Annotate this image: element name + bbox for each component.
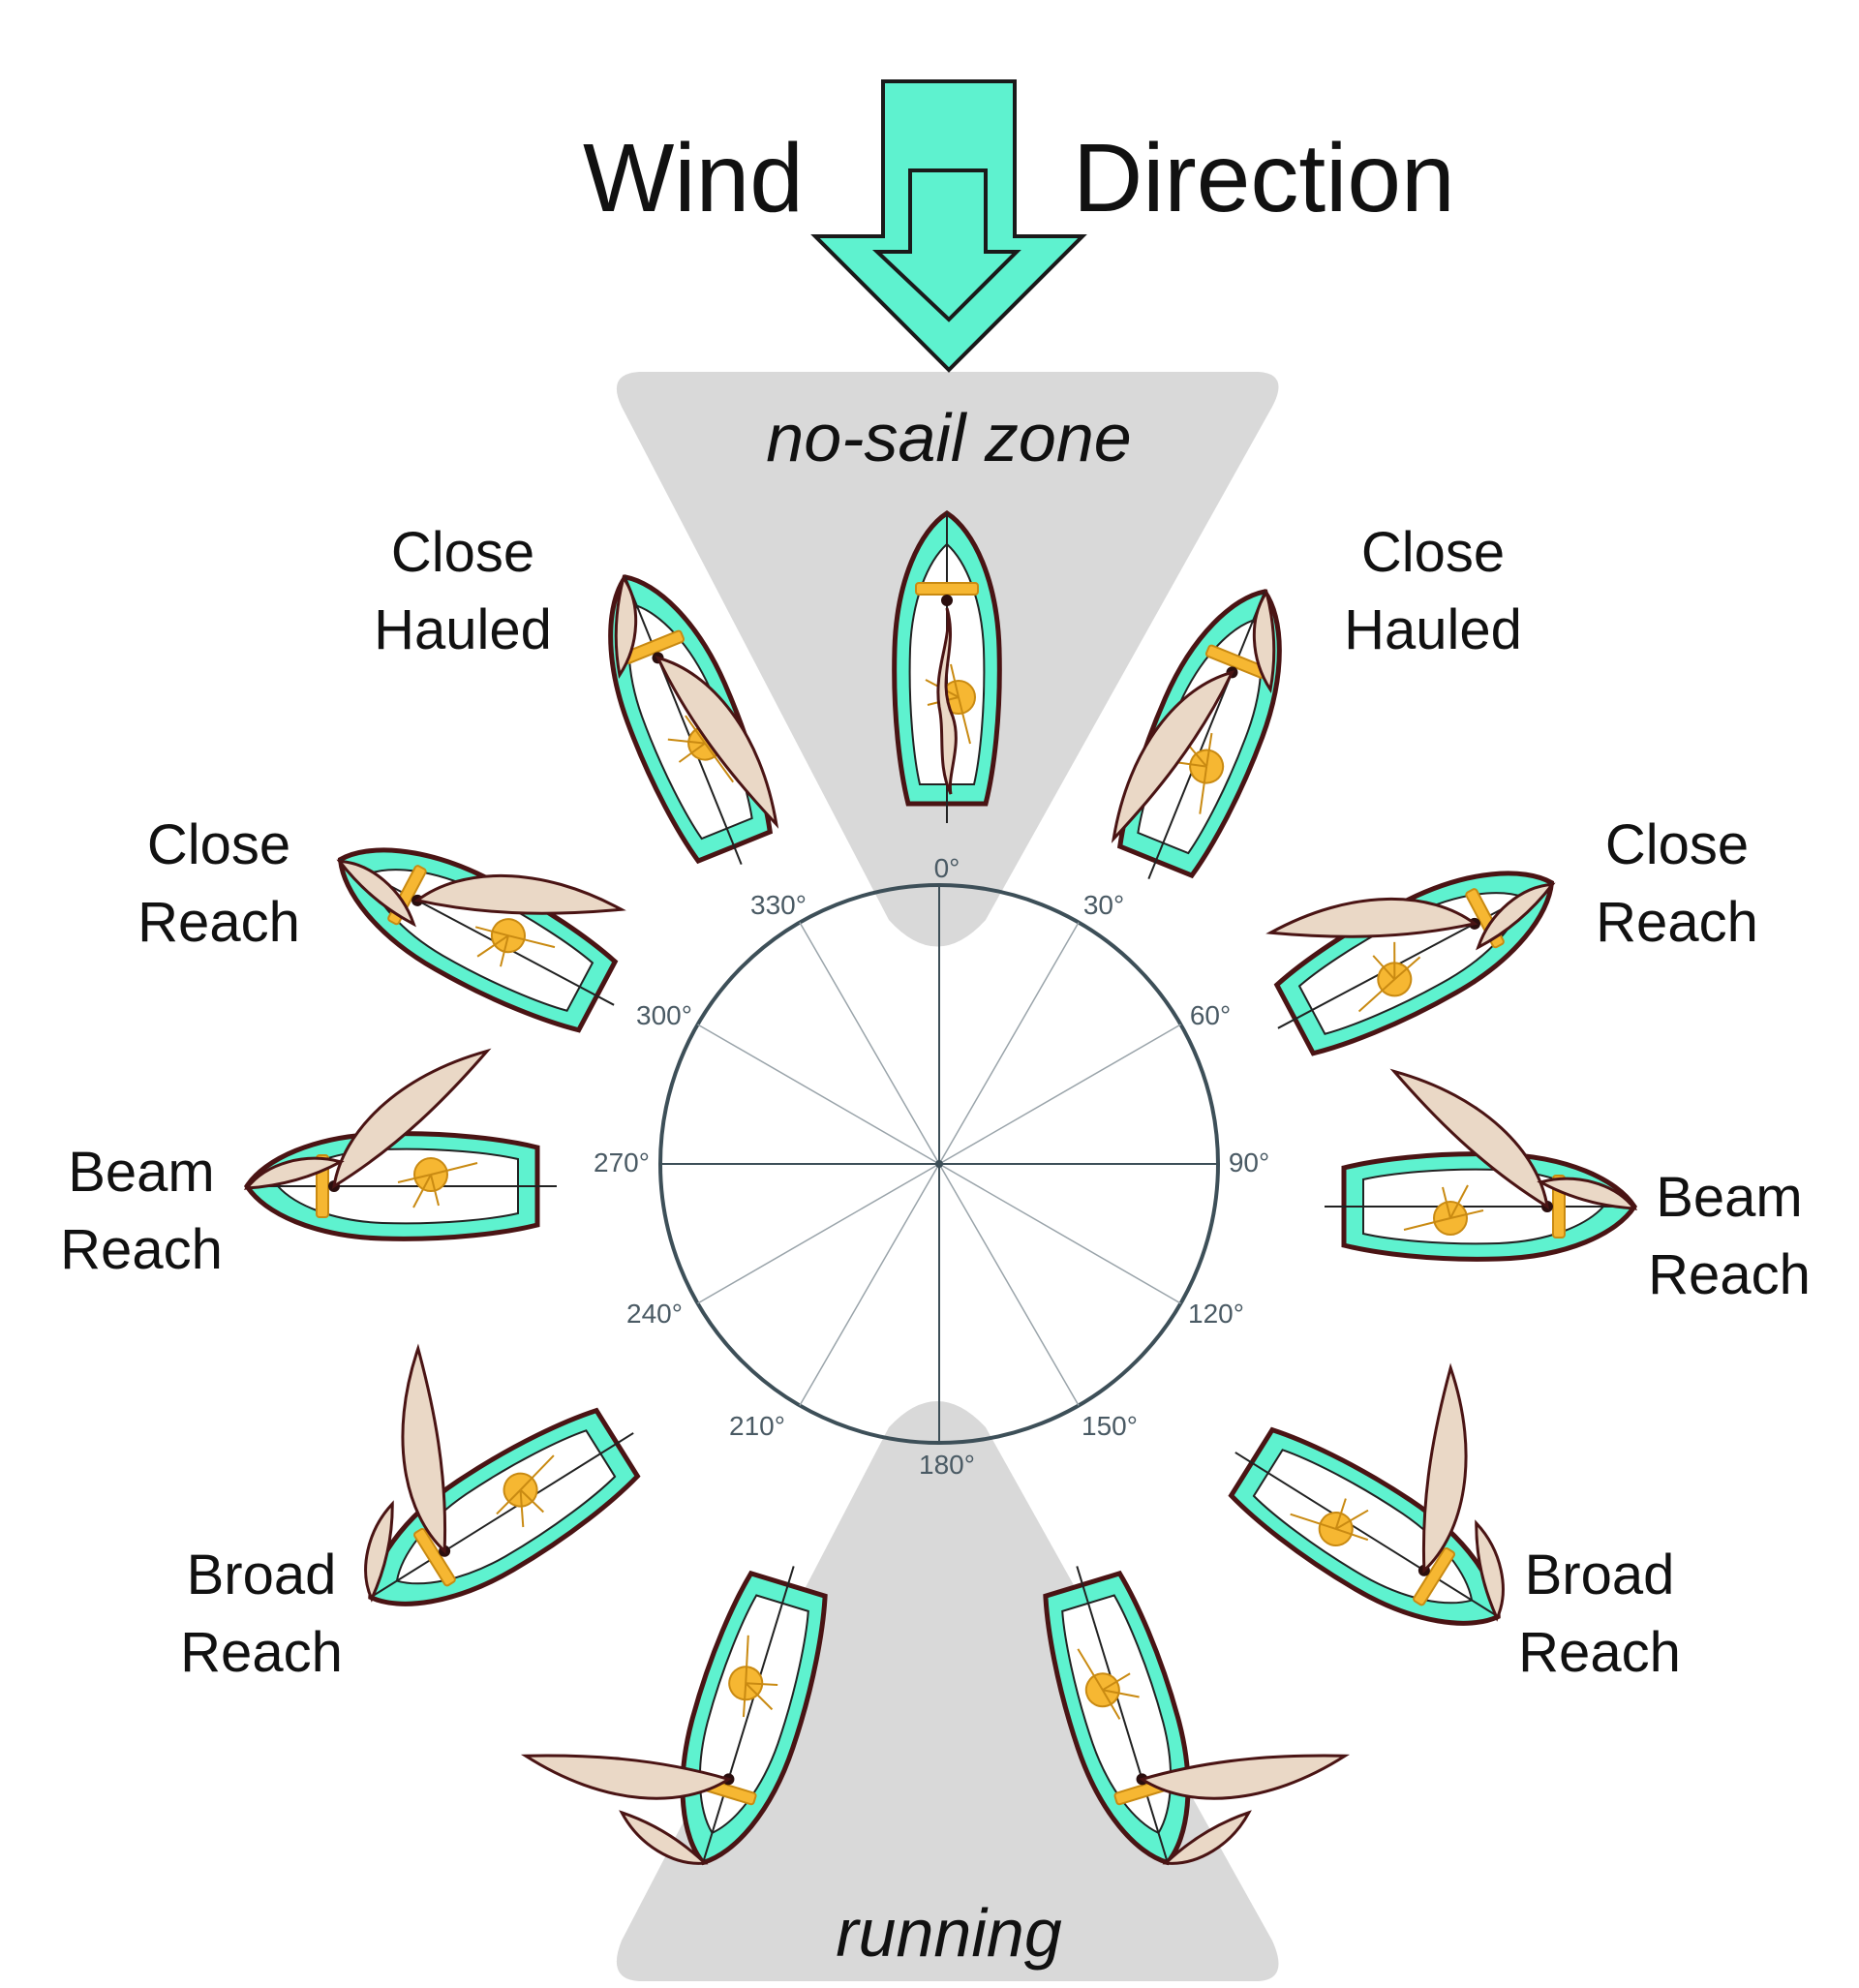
label-beam-reach-left-line1: Beam <box>68 1141 215 1204</box>
boat-close-reach-left-icon <box>316 766 663 1051</box>
compass-spoke-30 <box>938 922 1080 1165</box>
degree-label-60: 60° <box>1190 1000 1231 1030</box>
label-close-reach-right-line2: Reach <box>1596 891 1758 954</box>
degree-label-180: 180° <box>919 1450 975 1480</box>
degree-label-300: 300° <box>636 1000 692 1030</box>
title-direction: Direction <box>1073 124 1455 232</box>
boat-broad-reach-right-icon <box>1207 1365 1612 1667</box>
degree-label-150: 150° <box>1082 1411 1138 1441</box>
compass-center <box>935 1160 943 1168</box>
degree-label-330: 330° <box>750 890 807 920</box>
compass-spokes <box>660 885 1218 1443</box>
compass-spoke-300 <box>697 1024 940 1165</box>
degree-labels: 0° 30° 60° 90° 120° 150° 180° 210° 240° … <box>594 853 1269 1480</box>
boat-close-reach-right-icon <box>1229 789 1576 1074</box>
degree-label-270: 270° <box>594 1147 650 1178</box>
running-zone-label: running <box>836 1895 1062 1971</box>
degree-label-90: 90° <box>1229 1147 1269 1178</box>
label-close-hauled-right-line2: Hauled <box>1344 598 1522 661</box>
compass-spoke-120 <box>938 1163 1181 1304</box>
compass-spoke-150 <box>938 1163 1080 1406</box>
label-broad-reach-left-line1: Broad <box>187 1544 337 1606</box>
label-beam-reach-right-line2: Reach <box>1648 1243 1811 1306</box>
boat-beam-reach-left-icon <box>242 1034 557 1239</box>
wind-arrow-icon <box>810 79 1087 373</box>
no-sail-zone-label: no-sail zone <box>766 400 1131 475</box>
label-close-hauled-right-line1: Close <box>1361 521 1505 584</box>
label-broad-reach-right-line1: Broad <box>1525 1544 1675 1606</box>
compass-spoke-240 <box>697 1163 940 1304</box>
running-zone <box>616 1401 1279 1981</box>
compass-spoke-210 <box>799 1163 940 1406</box>
compass-spoke-330 <box>799 922 940 1165</box>
label-close-reach-left-line2: Reach <box>137 891 300 954</box>
degree-label-120: 120° <box>1188 1299 1244 1329</box>
boat-beam-reach-right-icon <box>1325 1055 1639 1259</box>
label-close-hauled-left-line1: Close <box>391 521 534 584</box>
label-close-hauled-left-line2: Hauled <box>374 598 552 661</box>
boat-in-irons-icon <box>895 513 1000 823</box>
label-close-reach-right-line1: Close <box>1605 813 1749 876</box>
title-wind: Wind <box>583 124 804 232</box>
label-broad-reach-left-line2: Reach <box>180 1621 343 1684</box>
degree-label-210: 210° <box>729 1411 785 1441</box>
degree-label-0: 0° <box>934 853 960 883</box>
label-broad-reach-right-line2: Reach <box>1518 1621 1681 1684</box>
label-beam-reach-left-line2: Reach <box>60 1218 223 1281</box>
label-beam-reach-right-line1: Beam <box>1656 1166 1803 1229</box>
compass-spoke-60 <box>938 1024 1181 1165</box>
degree-label-30: 30° <box>1083 890 1124 920</box>
label-close-reach-left-line1: Close <box>147 813 290 876</box>
degree-label-240: 240° <box>626 1299 683 1329</box>
